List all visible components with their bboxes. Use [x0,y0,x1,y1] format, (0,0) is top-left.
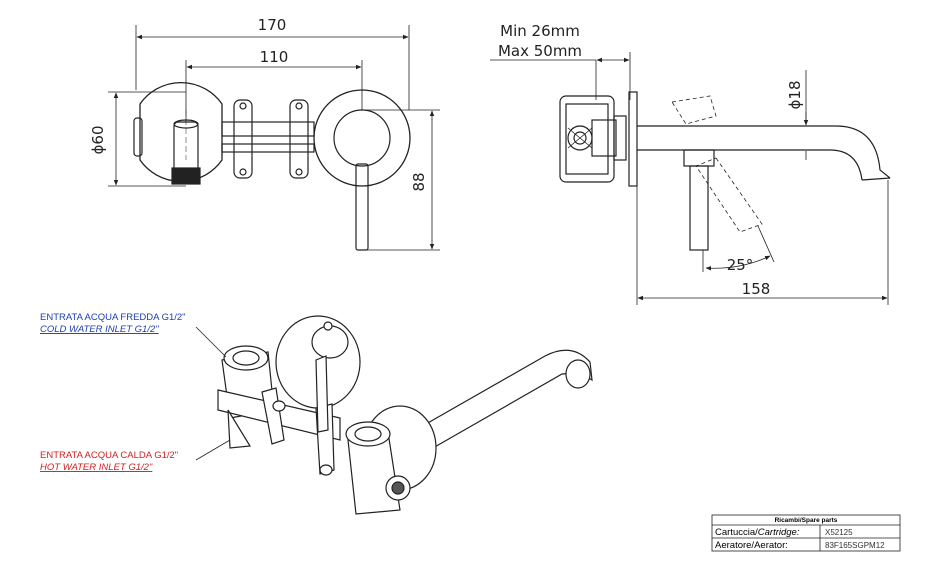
dim-170: 170 [258,16,287,34]
hot-inlet-label-it: ENTRATA ACQUA CALDA G1/2" [40,450,178,461]
cold-leader-line [195,326,227,358]
spare-parts-header: Ricambi/Spare parts [775,517,838,524]
front-view [108,25,440,251]
cartridge-code: X52125 [825,528,853,537]
hot-inlet-label-en: HOT WATER INLET G1/2" [40,462,153,473]
dim-158: 158 [742,280,771,298]
cartridge-label: Cartuccia/Cartridge: [715,527,800,538]
aerator-label: Aeratore/Aerator: [715,540,788,551]
spare-parts-table [711,514,901,552]
aerator-code: 83F165SGPM12 [825,541,885,550]
isometric-view [217,315,593,515]
dim-88: 88 [410,172,428,191]
dim-phi18: ϕ18 [786,81,804,110]
dim-min-26: Min 26mm [500,22,580,40]
dim-max-50: Max 50mm [498,42,582,60]
hot-leader-line [195,439,231,461]
dim-25-degrees: 25° [727,256,754,274]
dim-phi60: ϕ60 [89,126,107,155]
cold-inlet-label-en: COLD WATER INLET G1/2" [40,324,159,335]
side-view [490,52,891,305]
dim-110: 110 [260,48,289,66]
cold-inlet-label-it: ENTRATA ACQUA FREDDA G1/2" [40,312,186,323]
